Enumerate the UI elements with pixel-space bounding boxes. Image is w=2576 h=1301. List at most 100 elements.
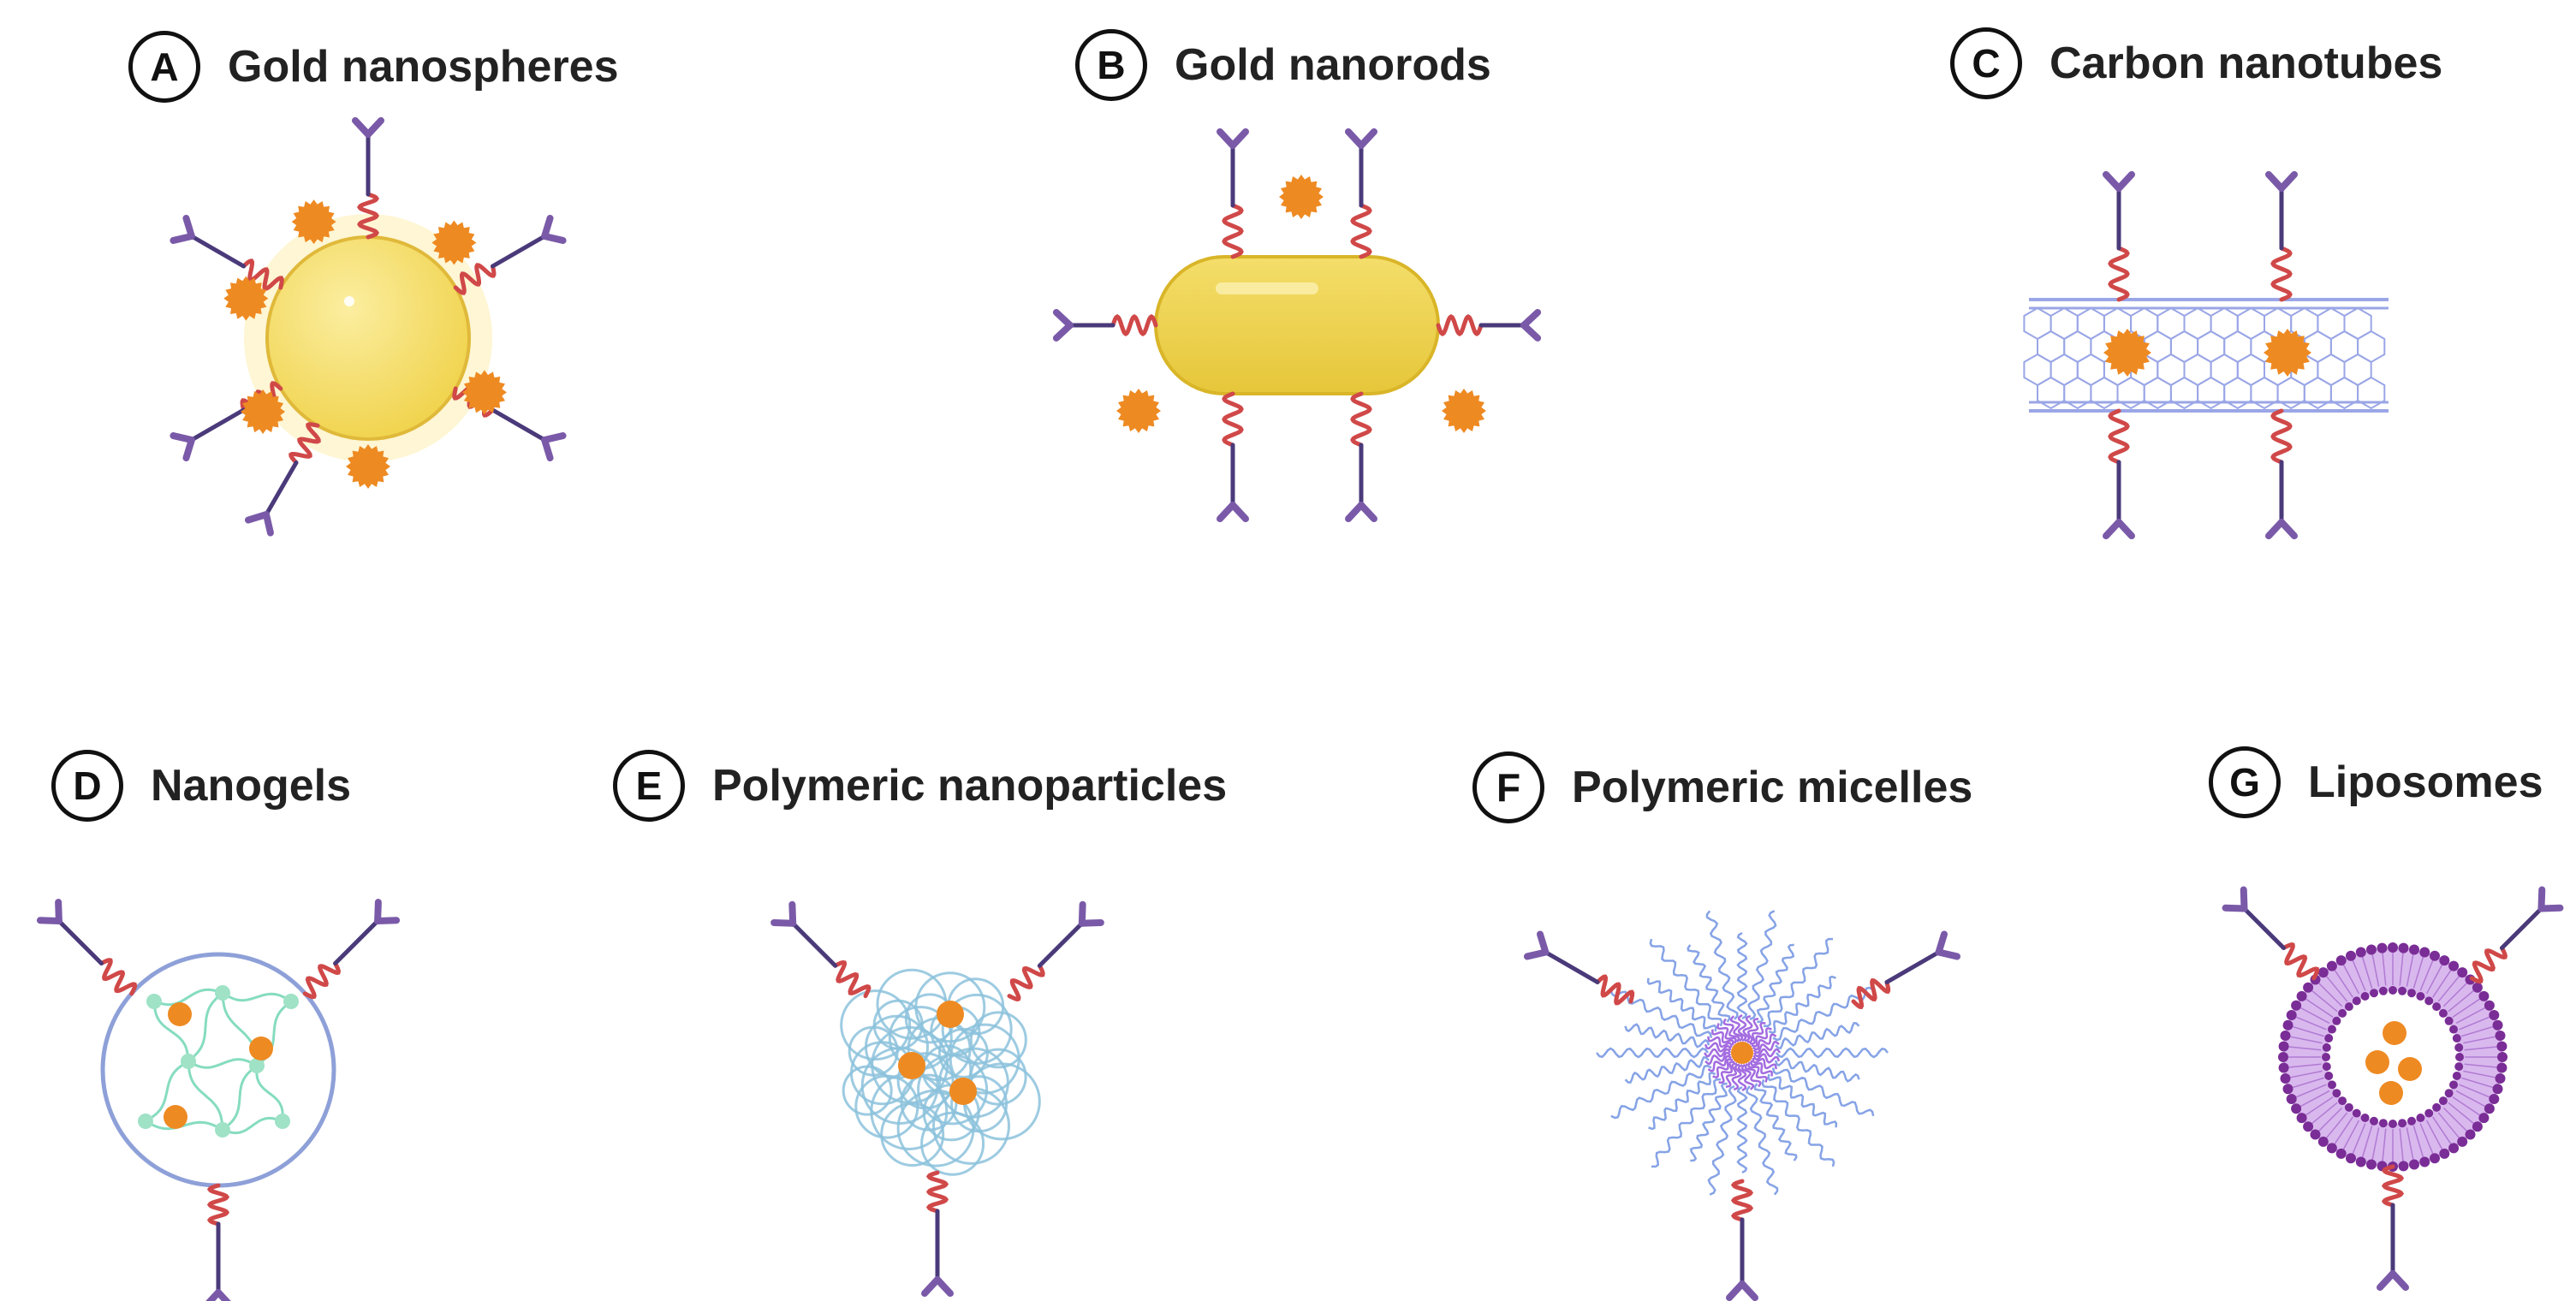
- hydrophobic-core: [1747, 1061, 1768, 1083]
- hydrophobic-core: [1711, 1029, 1734, 1046]
- antibody-ligand: [2103, 408, 2135, 540]
- linker: [2108, 408, 2130, 465]
- antibody-ligand: [1217, 128, 1249, 259]
- lipid-head: [2370, 989, 2378, 998]
- lipid-head: [2338, 1096, 2347, 1106]
- hydrophobic-core: [1712, 1058, 1734, 1078]
- drug-molecule: [431, 220, 477, 265]
- linker: [98, 958, 138, 996]
- linker: [2108, 246, 2130, 302]
- lipid-tail: [2463, 1036, 2496, 1044]
- drug-molecule: [898, 1052, 925, 1079]
- gold-sphere: [265, 235, 471, 441]
- lipid-tail: [2437, 976, 2460, 1002]
- drug-molecule: [2103, 329, 2151, 377]
- lipid-head: [2452, 1072, 2461, 1080]
- antibody-arm: [55, 899, 62, 925]
- lipid-tail: [2459, 1084, 2490, 1098]
- hexagon: [2037, 376, 2066, 410]
- hydrophilic-tail: [1771, 1067, 1875, 1117]
- polymer-loop: [896, 1052, 955, 1110]
- crosslink: [187, 1060, 224, 1131]
- lipid-head: [2495, 1073, 2506, 1084]
- hydrophilic-tail: [1624, 1056, 1710, 1084]
- lipid-tail: [2419, 959, 2434, 991]
- lipid-head: [2409, 944, 2419, 955]
- drug-molecule: [291, 199, 336, 245]
- lipid-head: [2344, 1002, 2353, 1012]
- lipid-head: [2332, 1016, 2341, 1025]
- hydrophilic-tail: [1705, 910, 1739, 1020]
- nanogel-diagram: [36, 899, 401, 1301]
- drug-molecule: [249, 1037, 273, 1060]
- hydrophilic-tail: [1767, 1073, 1838, 1128]
- hydrophobic-core: [1725, 1062, 1738, 1088]
- lipid-head: [2317, 967, 2329, 978]
- linker: [2270, 246, 2293, 302]
- lipid-head: [2489, 1094, 2500, 1104]
- lipid-head: [2424, 1108, 2434, 1118]
- panel-f-letter: F: [1472, 751, 1544, 823]
- drug-molecule: [461, 370, 507, 415]
- linker: [2282, 942, 2320, 981]
- drug-molecule: [2383, 1021, 2406, 1045]
- lipid-tail: [2293, 1077, 2324, 1089]
- lipid-head: [2296, 990, 2307, 1001]
- antibody-arm: [205, 1289, 222, 1301]
- lipid-head: [2457, 1136, 2468, 1147]
- antibody-ligand: [770, 900, 872, 999]
- lipid-head: [2465, 1129, 2476, 1140]
- liposome: [2278, 942, 2508, 1172]
- polymer-loop: [854, 1074, 919, 1139]
- antibody-ligand: [2377, 1164, 2409, 1292]
- nanotube: [2023, 298, 2389, 413]
- antibody-ligand: [921, 1170, 954, 1298]
- lipid-head: [2448, 1143, 2460, 1154]
- panel-b-letter: B: [1075, 29, 1147, 101]
- antibody-arm: [244, 511, 270, 524]
- linker: [2270, 408, 2293, 465]
- lipid-head: [2388, 942, 2398, 953]
- lipid-head: [2291, 1000, 2302, 1011]
- lipid-head: [2472, 982, 2483, 993]
- hexagon: [2063, 376, 2092, 410]
- crosslink-node: [138, 1114, 153, 1129]
- crosslink: [145, 1060, 189, 1123]
- linker: [833, 959, 872, 999]
- antibody-ligand: [1436, 309, 1542, 342]
- lipid-tail: [2334, 970, 2353, 998]
- antibody-ligand: [2103, 170, 2135, 302]
- panel-d-title: Nanogels: [151, 761, 352, 811]
- antibody-arm: [1358, 128, 1377, 149]
- antibody-ligand: [2265, 408, 2298, 540]
- lipid-head: [2355, 1156, 2366, 1167]
- lipid-head: [2370, 1116, 2378, 1126]
- antibody-ligand: [1851, 930, 1961, 1010]
- crosslink: [222, 1064, 258, 1132]
- hydrophobic-core: [1749, 1022, 1766, 1045]
- lipid-head: [2303, 1121, 2314, 1132]
- polymer-loop: [880, 1102, 945, 1167]
- lipid-head: [2407, 989, 2416, 998]
- polymer-loop: [914, 971, 986, 1043]
- linker: [241, 258, 284, 291]
- polymer-loop: [969, 1011, 1027, 1069]
- lipid-head: [2496, 1062, 2508, 1073]
- panel-c-title: Carbon nanotubes: [2049, 39, 2443, 88]
- hexagon: [2197, 376, 2226, 410]
- lipid-tail: [2459, 1016, 2490, 1031]
- crosslink-node: [215, 985, 230, 1001]
- crosslink: [153, 988, 223, 1007]
- panel-e-letter: E: [613, 750, 685, 822]
- lipid-head: [2438, 1008, 2448, 1018]
- liposome-diagram: [2222, 886, 2564, 1292]
- lipid-head: [2398, 986, 2407, 995]
- panel-f-header: F Polymeric micelles: [1472, 751, 1972, 823]
- hydrophobic-core: [1718, 1060, 1735, 1084]
- hydrophobic-core: [1752, 1040, 1780, 1054]
- antibody-arm: [2115, 170, 2135, 192]
- antibody-ligand: [244, 422, 321, 537]
- lipid-head: [2454, 1043, 2464, 1052]
- aqueous-core: [2331, 995, 2454, 1119]
- hydrophobic-core: [1716, 1023, 1737, 1044]
